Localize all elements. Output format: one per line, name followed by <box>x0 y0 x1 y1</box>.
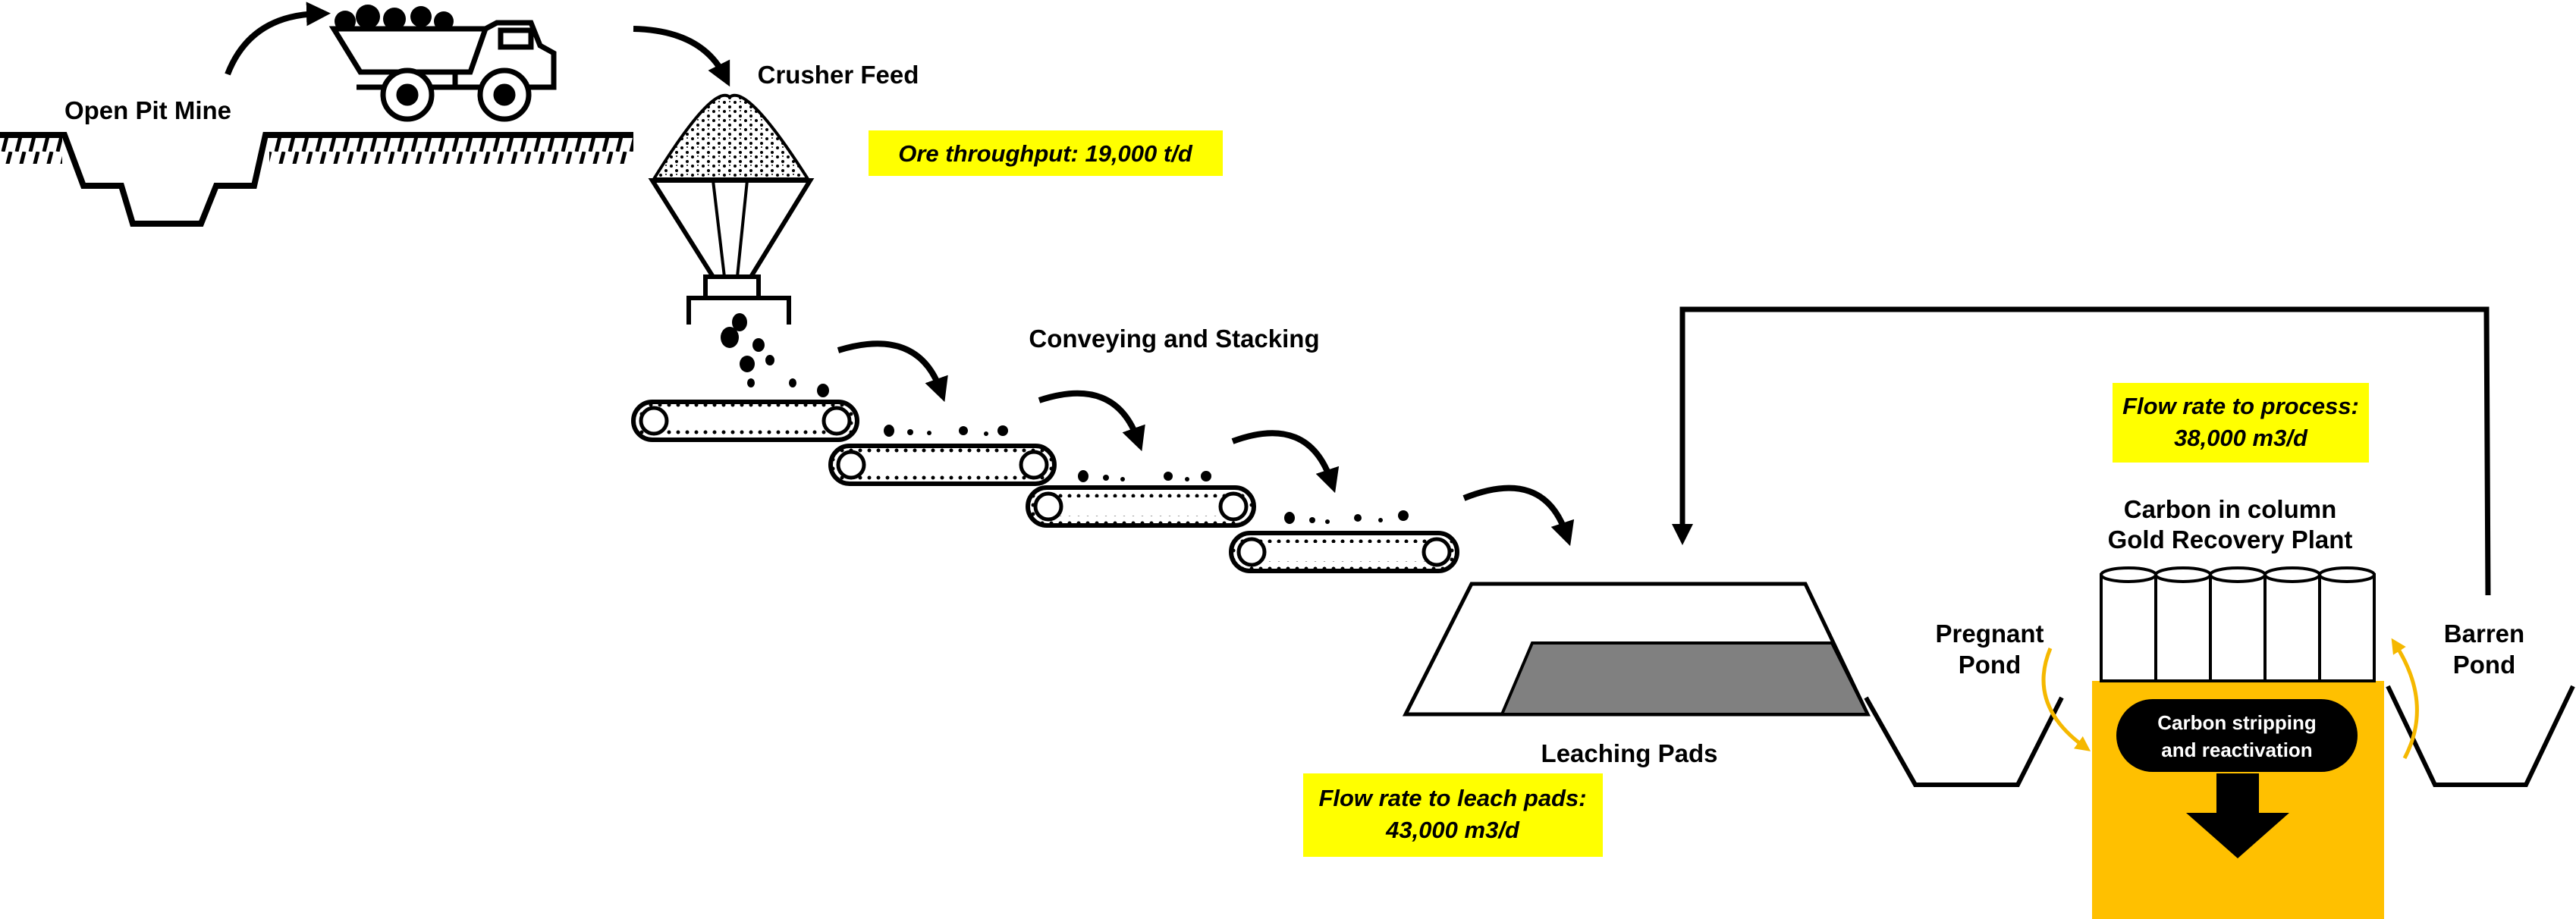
leaching-pads: Leaching Pads <box>1402 582 1871 767</box>
barren-recycle-line <box>1672 306 2491 596</box>
falling-ore-particles <box>721 313 829 397</box>
ore-throughput-callout: Ore throughput: 19,000 t/d <box>869 130 1223 176</box>
leach-flow-callout: Flow rate to leach pads: 43,000 m3/d <box>1303 773 1603 857</box>
open-pit-mine-label: Open Pit Mine <box>64 96 231 124</box>
column-tank-icon <box>2100 566 2157 682</box>
stripping-line2: and reactivation <box>2161 739 2312 761</box>
curved-arrow-icon <box>633 26 730 87</box>
conveying-stacking-label: Conveying and Stacking <box>1029 325 1319 353</box>
ore-throughput-text: Ore throughput: 19,000 t/d <box>898 140 1193 167</box>
curved-arrow-icon <box>2391 638 2419 760</box>
column-tank-icon <box>2263 566 2321 682</box>
ore-throughput-box <box>869 130 1223 176</box>
down-arrow-icon <box>2186 773 2289 858</box>
conveyor-icon <box>1026 485 1256 528</box>
leach-flow-line1: Flow rate to leach pads: <box>1318 785 1586 811</box>
process-flow-box <box>2113 383 2369 463</box>
pregnant-pond: Pregnant Pond <box>1864 619 2064 787</box>
barren-pond: Barren Pond <box>2386 619 2575 787</box>
hopper-icon <box>648 93 815 325</box>
dump-truck-icon <box>328 5 557 122</box>
leaching-pads-label: Leaching Pads <box>1541 739 1718 767</box>
conveyor-icon <box>828 444 1057 486</box>
curved-arrow-icon <box>837 340 948 403</box>
curved-arrow-icon <box>1231 430 1340 494</box>
process-flow-line2: 38,000 m3/d <box>2174 425 2308 451</box>
crusher-feed-label: Crusher Feed <box>758 61 919 89</box>
curved-arrow-icon <box>1038 390 1145 452</box>
column-tank-icon <box>2318 566 2376 682</box>
process-flow-callout: Flow rate to process: 38,000 m3/d <box>2113 383 2369 463</box>
pregnant-pond-label-2: Pond <box>1959 651 2021 679</box>
carbon-stripping-badge: Carbon stripping and reactivation <box>2116 699 2358 772</box>
conveyor-icon <box>1229 531 1459 573</box>
column-tank-icon <box>2209 566 2267 682</box>
transfer-ore-particles <box>884 425 1409 524</box>
leach-flow-line2: 43,000 m3/d <box>1385 817 1520 843</box>
barren-pond-label-1: Barren <box>2444 619 2524 648</box>
barren-pond-label-2: Pond <box>2453 651 2515 679</box>
column-tank-icon <box>2154 566 2212 682</box>
curved-arrow-icon <box>2041 648 2091 751</box>
leach-flow-box <box>1303 773 1603 857</box>
cic-plant-label-1: Carbon in column <box>2124 495 2337 523</box>
carbon-columns <box>2100 566 2376 682</box>
pregnant-pond-label-1: Pregnant <box>1935 619 2044 648</box>
curved-arrow-icon <box>225 2 331 76</box>
open-pit-mine: Open Pit Mine <box>0 96 633 227</box>
process-flow-line1: Flow rate to process: <box>2122 393 2359 419</box>
curved-arrow-icon <box>1462 485 1575 547</box>
stripping-line1: Carbon stripping <box>2157 711 2316 734</box>
conveyor-icon <box>631 400 859 442</box>
cic-plant-label-2: Gold Recovery Plant <box>2108 525 2353 554</box>
